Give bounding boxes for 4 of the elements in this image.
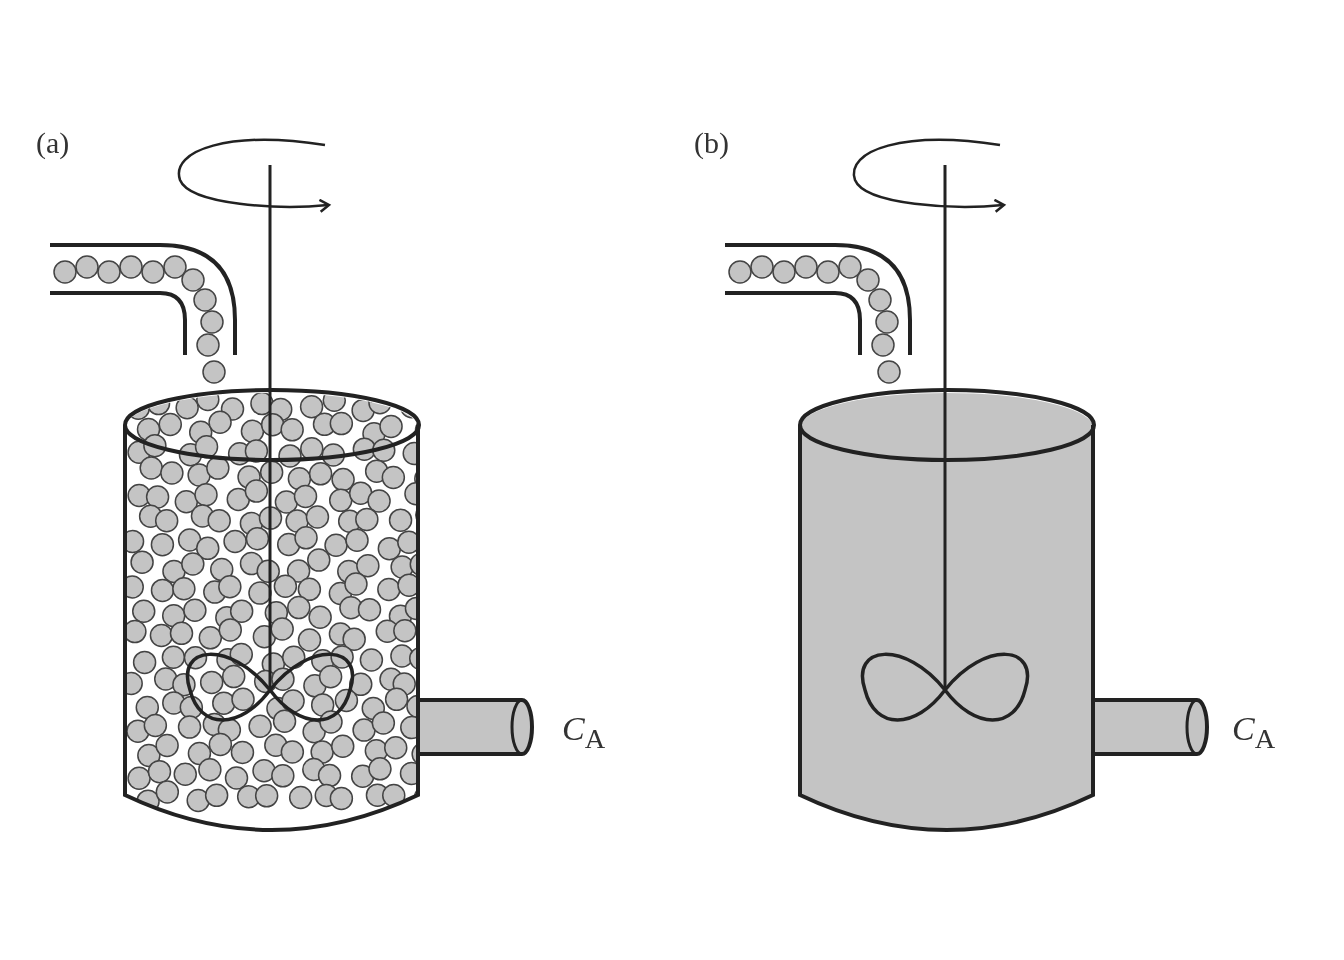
- panel-label: (a): [36, 128, 70, 158]
- concentration-label: C$_{A}$: [1232, 712, 1276, 754]
- concentration-label: C$_{A}$: [562, 712, 606, 754]
- panel-label: (b): [694, 128, 729, 158]
